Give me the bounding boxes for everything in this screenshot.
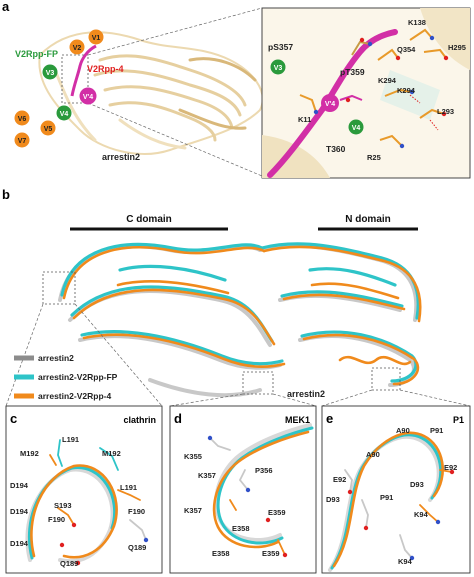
inset-res-L293: L293 — [437, 107, 454, 116]
inset-res-pS357: pS357 — [268, 42, 293, 52]
zoom-line-top — [87, 7, 263, 56]
e-res-9: K94 — [398, 557, 413, 566]
panel-e-letter: e — [326, 411, 333, 426]
inset-res-H295: H295 — [448, 43, 466, 52]
svg-text:V'4: V'4 — [325, 101, 335, 108]
site-v1: V1 — [88, 29, 104, 45]
e-res-2: A90 — [366, 450, 380, 459]
inset-res-R25: R25 — [367, 153, 381, 162]
c-res-2: M192 — [102, 449, 121, 458]
e-res-1: P91 — [430, 426, 443, 435]
label-arrestin2-b: arrestin2 — [287, 389, 325, 399]
n-domain-label: N domain — [345, 214, 391, 225]
c-res-0: L191 — [62, 435, 79, 444]
svg-text:V7: V7 — [18, 138, 27, 145]
label-arrestin2-a: arrestin2 — [102, 152, 140, 162]
c-res-7: F190 — [48, 515, 65, 524]
inset-site-v3: V3 — [270, 59, 286, 75]
arrestin-cartoon-a — [38, 31, 264, 155]
d-res-1: P356 — [255, 466, 273, 475]
inset-res-Q354: Q354 — [397, 45, 416, 54]
c-res-5: L191 — [120, 483, 137, 492]
panel-d-letter: d — [174, 411, 182, 426]
svg-text:V5: V5 — [44, 126, 53, 133]
site-v6: V6 — [14, 110, 30, 126]
legend-label-4: arrestin2-V2Rpp-4 — [38, 391, 111, 401]
site-v3: V3 — [42, 64, 58, 80]
c-res-10: Q189 — [128, 543, 146, 552]
c-res-8: F190 — [128, 507, 145, 516]
panel-d-title: MEK1 — [285, 415, 310, 425]
site-v4: V4 — [56, 105, 72, 121]
panel-b-letter: b — [2, 187, 10, 202]
d-res-0: K355 — [184, 452, 202, 461]
superposed-structures — [58, 242, 422, 398]
panel-c-title: clathrin — [123, 415, 156, 425]
zoom-box-e — [371, 367, 401, 391]
label-v2rpp-fp: V2Rpp-FP — [15, 49, 58, 59]
svg-text:V'4: V'4 — [83, 94, 93, 101]
c-res-9: D194 — [10, 539, 29, 548]
svg-text:V3: V3 — [274, 65, 283, 72]
d-res-4: E359 — [268, 508, 286, 517]
panel-a-letter: a — [2, 0, 10, 14]
inset-res-K11: K11 — [298, 115, 311, 124]
label-v2rpp-4: V2Rpp-4 — [87, 64, 124, 74]
e-res-8: K94 — [414, 510, 429, 519]
svg-text:V6: V6 — [18, 116, 27, 123]
legend-label-arrestin2: arrestin2 — [38, 353, 74, 363]
inset-res-K294a: K294 — [378, 76, 397, 85]
d-res-3: K357 — [184, 506, 202, 515]
c-res-4: S193 — [54, 501, 72, 510]
panel-d: d MEK1 K355 P356 K357 K357 E359 E358 E35… — [169, 405, 317, 574]
c-res-3: D194 — [10, 481, 29, 490]
site-v5: V5 — [40, 120, 56, 136]
e-res-7: D93 — [326, 495, 340, 504]
legend-b: arrestin2 arrestin2-V2Rpp-FP arrestin2-V… — [14, 353, 118, 401]
site-v-prime-4: V'4 — [79, 87, 97, 105]
inset-site-v-prime-4: V'4 — [321, 94, 339, 112]
e-res-3: E92 — [444, 463, 457, 472]
legend-label-fp: arrestin2-V2Rpp-FP — [38, 372, 118, 382]
c-res-1: M192 — [20, 449, 39, 458]
panel-a-inset: pS357 pT359 T360 K138 Q354 H295 K294 K29… — [261, 7, 471, 179]
inset-res-K294b: K294 — [397, 86, 416, 95]
panel-c: c clathrin L191 M192 M192 D194 S193 L191… — [5, 405, 163, 574]
d-res-5: E358 — [232, 524, 250, 533]
peptide-ribbon-inset — [267, 29, 398, 178]
panel-a: a V2Rpp-FP V2Rpp-4 arrestin2 V1 — [2, 0, 471, 179]
inset-res-pT359: pT359 — [340, 67, 365, 77]
e-res-4: E92 — [333, 475, 346, 484]
d-res-2: K357 — [198, 471, 216, 480]
svg-text:V3: V3 — [46, 70, 55, 77]
site-v2: V2 — [69, 39, 85, 55]
d-res-7: E359 — [262, 549, 280, 558]
panel-b: b C domain N domain — [2, 187, 471, 407]
zoom-box-a — [61, 54, 89, 104]
c-res-11: Q189 — [60, 559, 78, 568]
site-v7: V7 — [14, 132, 30, 148]
c-domain-label: C domain — [126, 214, 172, 225]
d-res-6: E358 — [212, 549, 230, 558]
zoom-line-bottom — [87, 102, 263, 177]
zoom-box-c — [42, 271, 76, 305]
inset-res-T360: T360 — [326, 144, 346, 154]
e-res-6: P91 — [380, 493, 393, 502]
panel-e: e P1 A90 P91 A90 E92 E92 D93 P91 D93 K94… — [321, 405, 471, 574]
svg-text:V1: V1 — [92, 35, 101, 42]
zoom-box-d — [242, 371, 274, 395]
c-res-6: D194 — [10, 507, 29, 516]
panel-c-letter: c — [10, 411, 17, 426]
e-res-0: A90 — [396, 426, 410, 435]
svg-text:V4: V4 — [352, 125, 361, 132]
e-res-5: D93 — [410, 480, 424, 489]
svg-text:V4: V4 — [60, 111, 69, 118]
inset-site-v4: V4 — [348, 119, 364, 135]
inset-res-K138: K138 — [408, 18, 426, 27]
svg-text:V2: V2 — [73, 45, 82, 52]
panel-e-title: P1 — [453, 415, 464, 425]
peptide-ribbon-a — [70, 44, 97, 97]
